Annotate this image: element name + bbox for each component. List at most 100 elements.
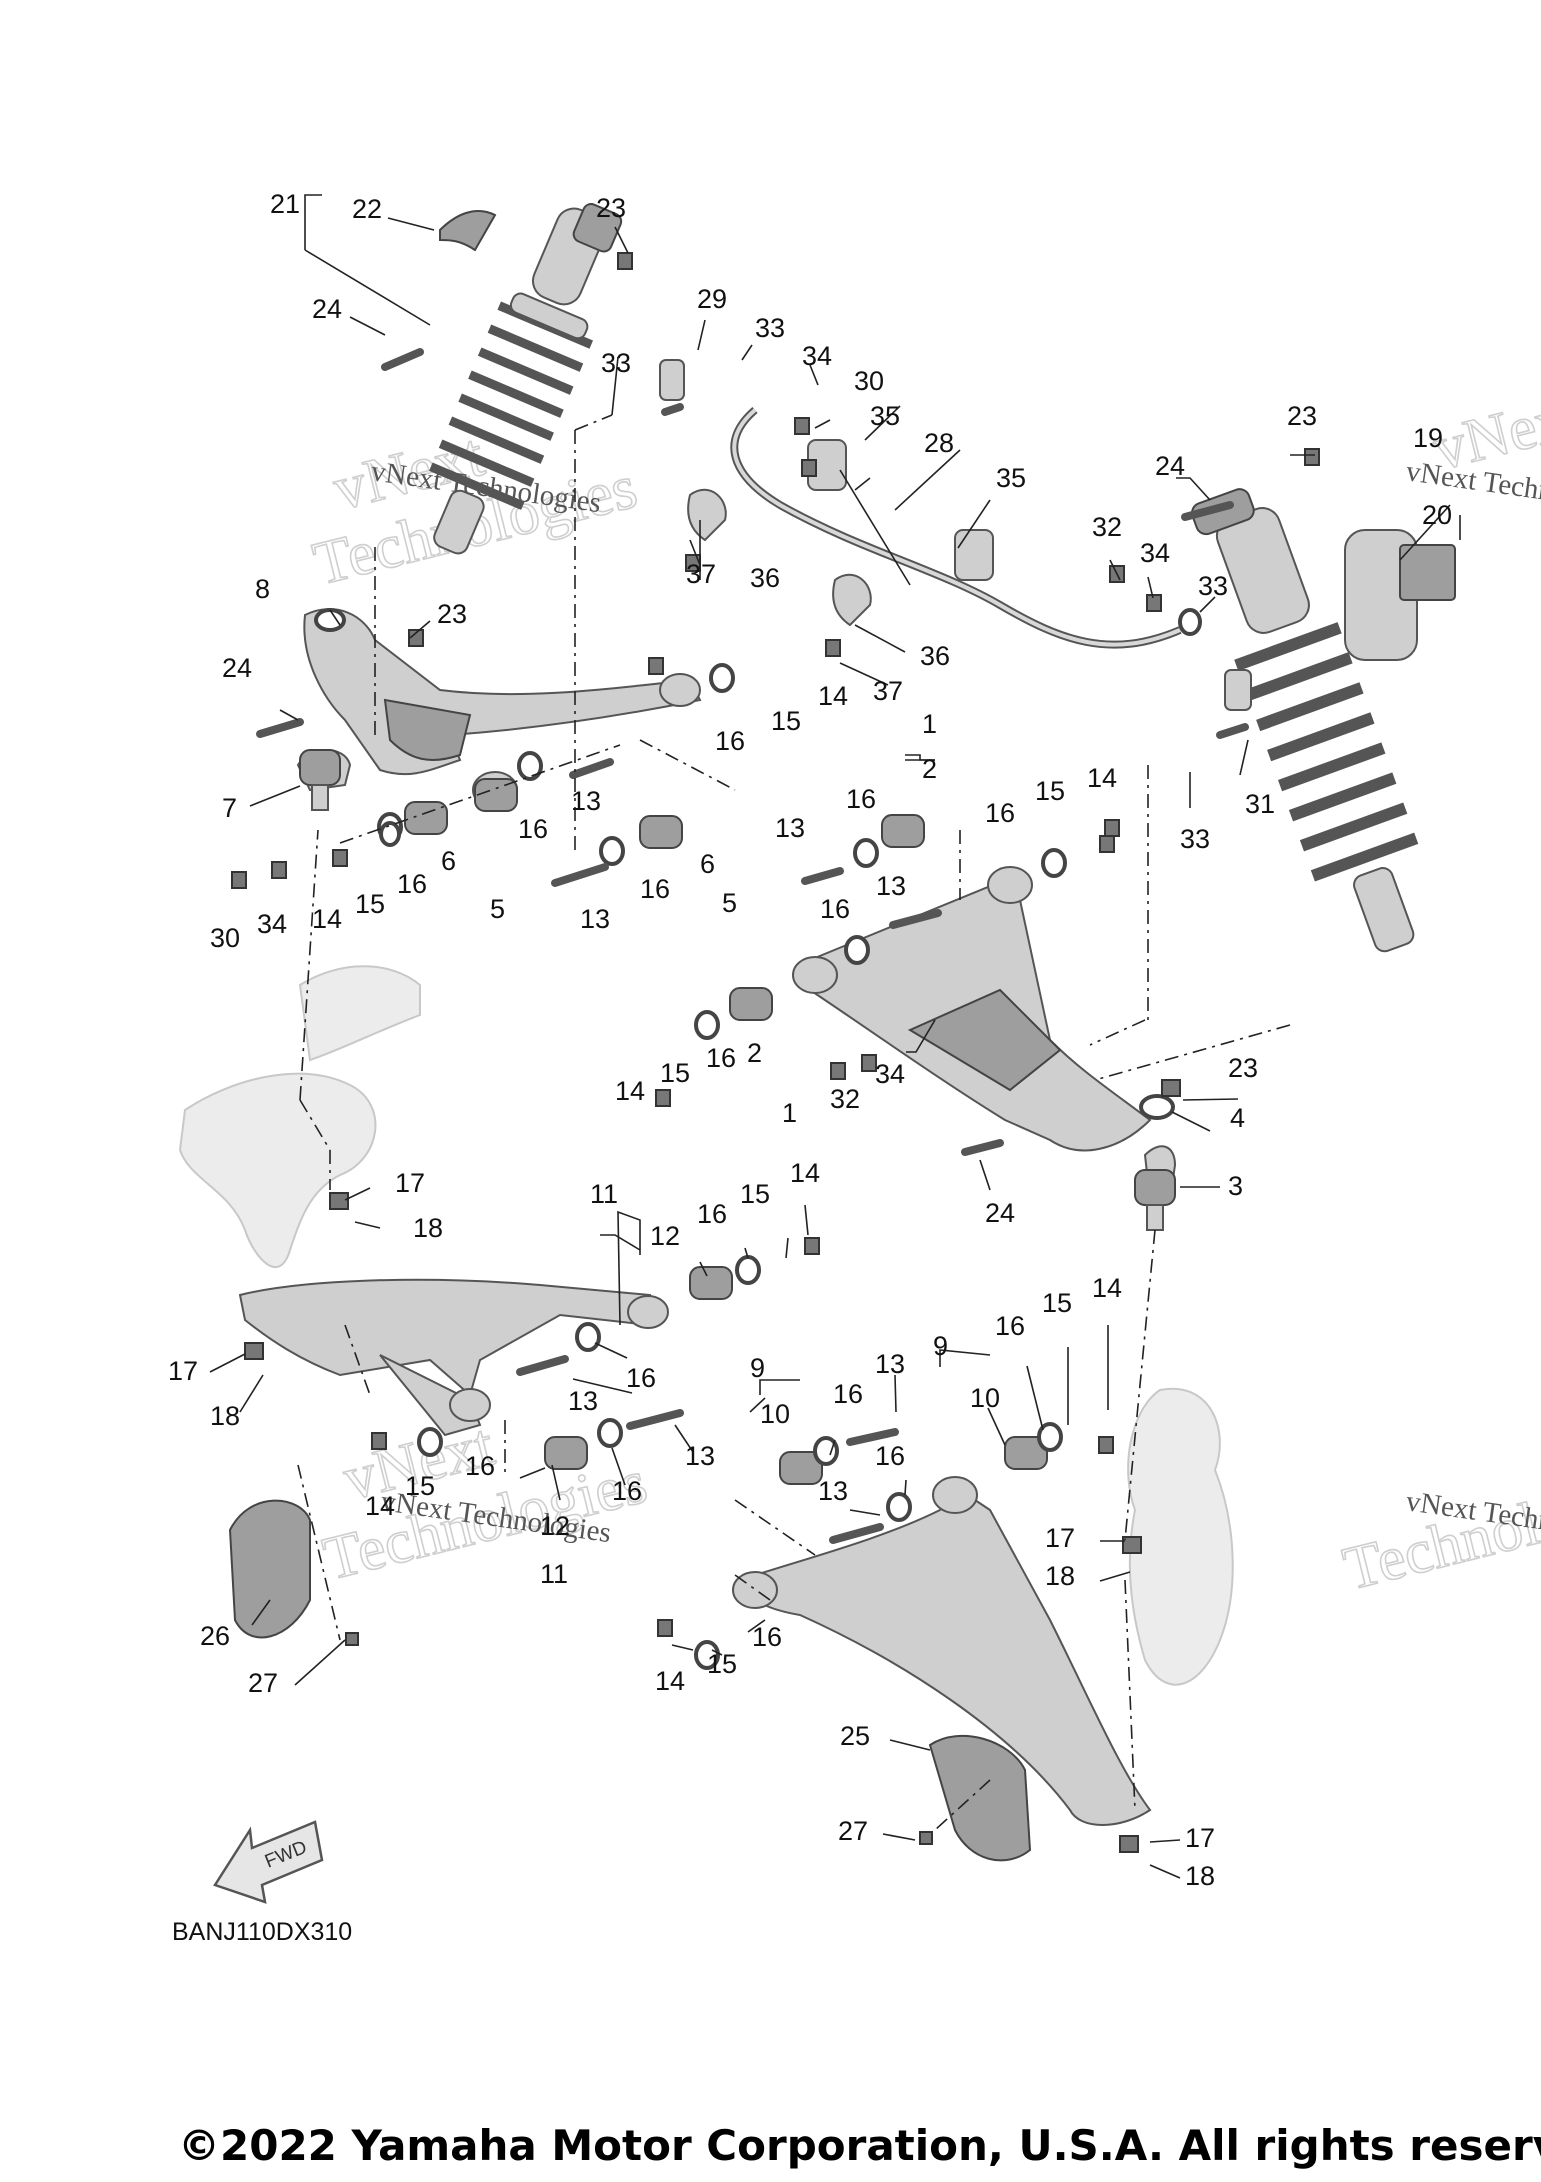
- callout-22: 22: [352, 194, 382, 224]
- front-shock-right: [1191, 488, 1456, 953]
- callout-30: 30: [854, 366, 884, 396]
- callout-15: 15: [740, 1179, 770, 1209]
- callout-35: 35: [870, 401, 900, 431]
- callout-6: 6: [700, 849, 715, 879]
- callout-15: 15: [660, 1058, 690, 1088]
- callout-20: 20: [1422, 500, 1452, 530]
- callout-16: 16: [612, 1476, 642, 1506]
- guard-25: [928, 1734, 1032, 1862]
- callout-13: 13: [775, 813, 805, 843]
- callout-16: 16: [397, 869, 427, 899]
- callout-14: 14: [615, 1076, 645, 1106]
- knuckle-ghost-right: [1127, 1387, 1234, 1686]
- callout-19: 19: [1413, 423, 1443, 453]
- callout-12: 12: [540, 1511, 570, 1541]
- callout-14: 14: [1087, 763, 1117, 793]
- callout-14: 14: [365, 1491, 395, 1521]
- callout-12: 12: [650, 1221, 680, 1251]
- callout-16: 16: [640, 874, 670, 904]
- callout-27: 27: [838, 1816, 868, 1846]
- callout-16: 16: [626, 1363, 656, 1393]
- callout-28: 28: [924, 428, 954, 458]
- upper-arm-right: [792, 866, 1177, 1201]
- callout-16: 16: [752, 1622, 782, 1652]
- lower-arm-left: [238, 1278, 669, 1437]
- callout-5: 5: [722, 888, 737, 918]
- callout-15: 15: [1035, 776, 1065, 806]
- fwd-arrow: FWD: [213, 1820, 324, 1904]
- callout-36: 36: [920, 641, 950, 671]
- stabilizer-bar: [659, 359, 1252, 711]
- callout-26: 26: [200, 1621, 230, 1651]
- callout-17: 17: [168, 1356, 198, 1386]
- callout-33: 33: [1180, 824, 1210, 854]
- callout-17: 17: [1185, 1823, 1215, 1853]
- callout-6: 6: [441, 846, 456, 876]
- callout-21: 21: [270, 189, 300, 219]
- callout-10: 10: [760, 1399, 790, 1429]
- callout-9: 9: [933, 1331, 948, 1361]
- diagram-code: BANJ110DX310: [172, 1918, 352, 1946]
- callout-13: 13: [876, 871, 906, 901]
- knuckle-ghost-left: [178, 965, 421, 1269]
- callout-11: 11: [590, 1179, 618, 1209]
- callout-13: 13: [818, 1476, 848, 1506]
- callout-13: 13: [875, 1349, 905, 1379]
- callout-34: 34: [257, 909, 287, 939]
- callout-13: 13: [568, 1386, 598, 1416]
- callout-16: 16: [715, 726, 745, 756]
- callout-16: 16: [820, 894, 850, 924]
- callout-23: 23: [437, 599, 467, 629]
- callout-24: 24: [1155, 451, 1185, 481]
- callout-14: 14: [818, 681, 848, 711]
- leader-lines: [209, 194, 1461, 1879]
- callout-24: 24: [222, 653, 252, 683]
- callout-7: 7: [222, 793, 237, 823]
- callout-16: 16: [985, 798, 1015, 828]
- callout-2: 2: [922, 754, 937, 784]
- callout-14: 14: [790, 1158, 820, 1188]
- callout-16: 16: [697, 1199, 727, 1229]
- callout-17: 17: [1045, 1523, 1075, 1553]
- ball-joint-7: [299, 749, 341, 811]
- lower-arm-right: [732, 1476, 1152, 1826]
- callout-30: 30: [210, 923, 240, 953]
- callout-23: 23: [1228, 1053, 1258, 1083]
- callout-3: 3: [1228, 1171, 1243, 1201]
- callout-35: 35: [996, 463, 1026, 493]
- callout-14: 14: [1092, 1273, 1122, 1303]
- callout-14: 14: [312, 904, 342, 934]
- callout-16: 16: [875, 1441, 905, 1471]
- callout-10: 10: [970, 1383, 1000, 1413]
- callout-24: 24: [312, 294, 342, 324]
- callout-32: 32: [1092, 512, 1122, 542]
- callout-23: 23: [596, 193, 626, 223]
- callout-16: 16: [706, 1043, 736, 1073]
- callout-29: 29: [697, 284, 727, 314]
- callout-15: 15: [771, 706, 801, 736]
- callout-14: 14: [655, 1666, 685, 1696]
- callout-17: 17: [395, 1168, 425, 1198]
- callout-15: 15: [405, 1471, 435, 1501]
- callout-13: 13: [571, 786, 601, 816]
- assembly-lines: [297, 414, 1291, 1831]
- callout-13: 13: [685, 1441, 715, 1471]
- callout-16: 16: [995, 1311, 1025, 1341]
- callout-16: 16: [846, 784, 876, 814]
- callout-23: 23: [1287, 401, 1317, 431]
- guard-26: [228, 1499, 311, 1639]
- callout-27: 27: [248, 1668, 278, 1698]
- reservoir-clamp-20: [1399, 544, 1456, 601]
- callout-31: 31: [1245, 789, 1275, 819]
- callout-1: 1: [782, 1098, 797, 1128]
- callout-9: 9: [750, 1353, 765, 1383]
- callout-15: 15: [707, 1649, 737, 1679]
- callout-37: 37: [873, 676, 903, 706]
- callout-37: 37: [686, 559, 716, 589]
- reservoir-clamp-22: [439, 210, 497, 252]
- front-shock-left: [429, 203, 623, 555]
- callout-13: 13: [580, 904, 610, 934]
- callout-18: 18: [1185, 1861, 1215, 1891]
- callout-36: 36: [750, 563, 780, 593]
